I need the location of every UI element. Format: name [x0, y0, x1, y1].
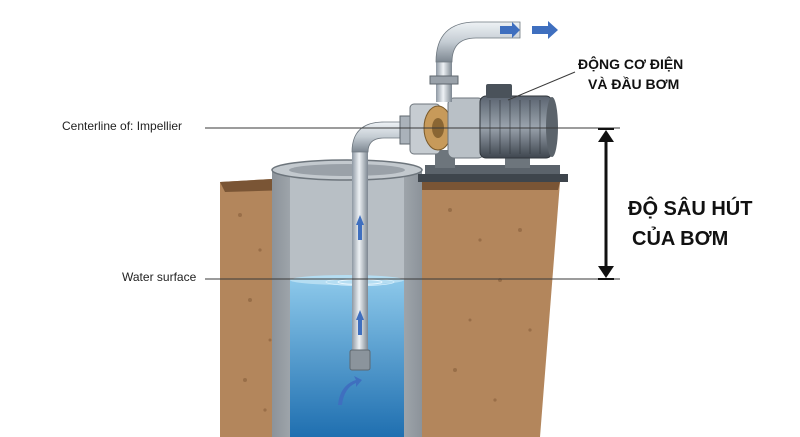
water-surface-label: Water surface [122, 270, 196, 284]
flow-arrow-discharge-2 [532, 21, 558, 39]
suction-depth-label-line1: ĐỘ SÂU HÚT [628, 198, 752, 221]
impeller-centerline-label: Centerline of: Impellier [62, 119, 182, 133]
motor-pump-label-line1: ĐỘNG CƠ ĐIỆN [578, 56, 683, 72]
pump-motor [410, 84, 568, 182]
well-water [290, 275, 404, 437]
suction-depth-label-line2: CỦA BƠM [632, 228, 728, 251]
motor-pump-label-line2: VÀ ĐẦU BƠM [588, 76, 679, 92]
suction-depth-arrow [598, 129, 614, 279]
